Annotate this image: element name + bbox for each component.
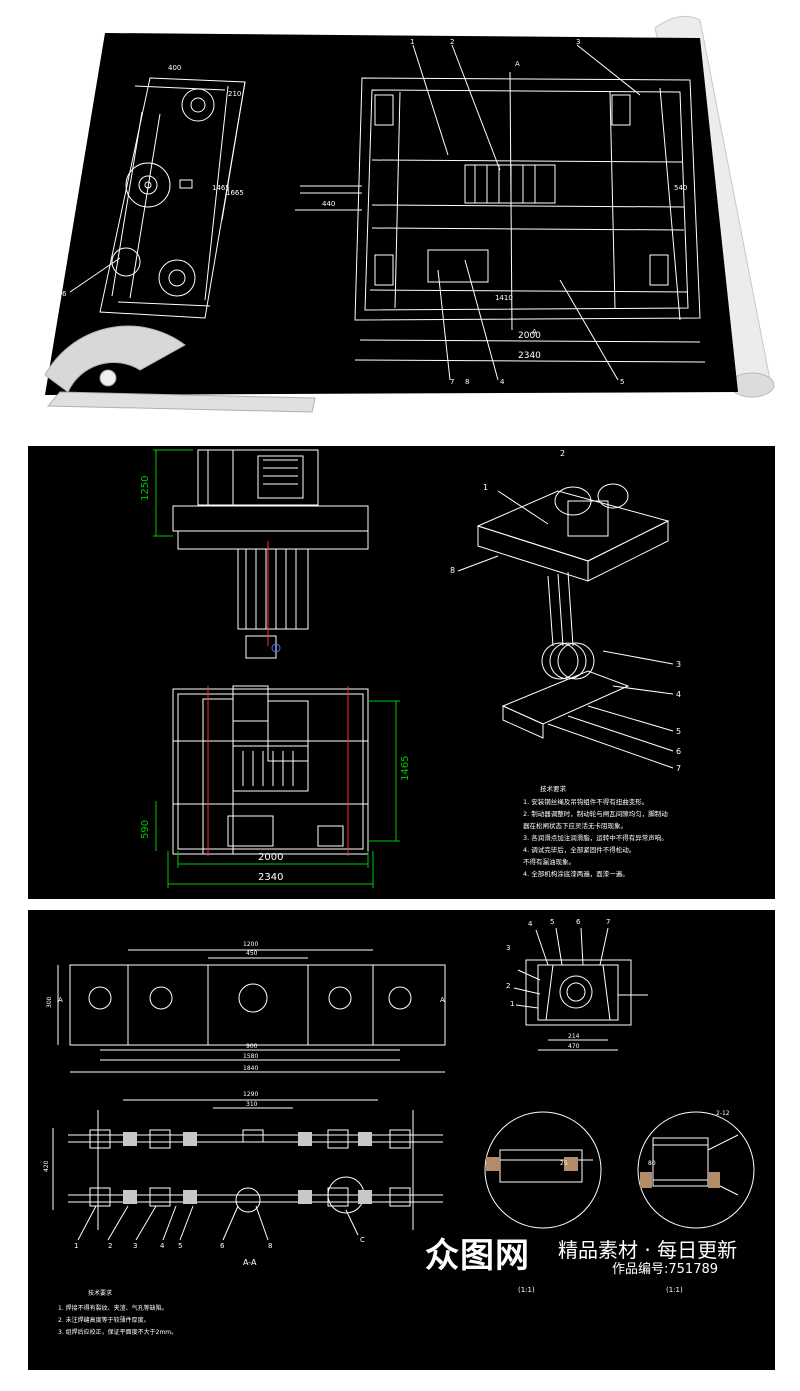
s2-note-4: 3. 各润滑点加注润滑脂，运转中不得有异常声响。: [523, 833, 668, 842]
s3-dim-300: 300: [46, 996, 53, 1008]
s3-callout-8: 8: [268, 1242, 272, 1250]
s3-note-3: 3. 组焊后应校正，保证平面度不大于2mm。: [58, 1328, 177, 1336]
s1-callout-4: 4: [500, 378, 505, 386]
s3-end-callout-7: 7: [606, 918, 610, 926]
s2-note-5: 4. 调试完毕后，全部紧固件不得松动。: [523, 845, 635, 854]
s1-section-a-top: A: [515, 60, 520, 68]
s1-dim-1665: 1665: [226, 189, 244, 197]
s2-callout-7: 7: [676, 764, 681, 773]
s3-dim-450: 450: [246, 950, 258, 957]
watermark-work-id: 作品编号:751789: [612, 1262, 719, 1277]
s2-dim-590: 590: [140, 820, 151, 839]
sheet1-drawing: 400 210 1465 1665 440 2000 2340 1410 540…: [44, 15, 775, 413]
s2-notes-title: 技术要求: [540, 784, 567, 793]
s2-callout-4: 4: [676, 690, 681, 699]
s3-dim-1580: 1580: [243, 1053, 258, 1060]
s3-dim-2-12: 2-12: [716, 1110, 730, 1117]
s2-callout-6: 6: [676, 747, 681, 756]
s3-callout-3: 3: [133, 1242, 137, 1250]
s2-dim-2340: 2340: [258, 872, 283, 883]
s3-note-1: 1. 焊接不得有裂纹、夹渣、气孔等缺陷。: [58, 1304, 168, 1312]
s2-dim-2000: 2000: [258, 852, 283, 863]
sheet2-drawing: 1250 1465 590 2000 2340 1 2 8 3 4 5 6 7 …: [140, 449, 681, 888]
s3-dim-1290: 1290: [243, 1091, 258, 1098]
s3-section-a-left: A: [58, 996, 63, 1004]
s2-note-6: 不得有漏油现象。: [523, 857, 575, 866]
s2-note-7: 4. 全部机构涂底漆两遍，面漆一遍。: [523, 869, 629, 878]
watermark-tagline: 精品素材 · 每日更新: [558, 1238, 738, 1262]
s3-dim-80: 80: [648, 1160, 656, 1167]
s3-end-callout-6: 6: [576, 918, 581, 926]
s2-callout-5: 5: [676, 727, 681, 736]
s1-dim-540: 540: [674, 184, 687, 192]
s2-note-2: 2. 制动器调整时，制动轮与闸瓦间隙均匀，脚制动: [523, 809, 668, 818]
s3-dim-1840: 1840: [243, 1065, 258, 1072]
s2-callout-8: 8: [450, 566, 455, 575]
s1-section-a-bottom: A: [532, 328, 537, 336]
s3-callout-1: 1: [74, 1242, 78, 1250]
s3-end-callout-1: 1: [510, 1000, 514, 1008]
s3-dim-214: 214: [568, 1033, 580, 1040]
s3-dim-900: 900: [246, 1043, 258, 1050]
s1-callout-2: 2: [450, 38, 454, 46]
s1-callout-3: 3: [576, 38, 580, 46]
s3-notes-title: 技术要求: [88, 1289, 112, 1297]
s3-dim-470: 470: [568, 1043, 580, 1050]
s1-dim-2340: 2340: [518, 351, 541, 361]
s2-dim-1250: 1250: [140, 476, 151, 501]
s3-callout-6: 6: [220, 1242, 225, 1250]
s3-dim-420: 420: [43, 1160, 50, 1172]
s1-dim-210: 210: [228, 90, 241, 98]
sheet3-drawing: 1200 450 300 900 1580 1840 1290 310 420 …: [43, 918, 755, 1336]
s2-callout-2: 2: [560, 449, 565, 458]
s2-dim-1465: 1465: [400, 756, 411, 781]
s2-note-1: 1. 安装钢丝绳及吊钩组件不得有扭曲变形。: [523, 797, 648, 806]
s3-end-callout-3: 3: [506, 944, 510, 952]
s3-dim-1200: 1200: [243, 941, 258, 948]
s1-dim-400: 400: [168, 64, 181, 72]
s2-note-3: 器在松闸状态下应灵活无卡阻现象。: [523, 821, 627, 830]
watermark-brand: 众图网: [425, 1236, 530, 1276]
s3-end-callout-5: 5: [550, 918, 554, 926]
s2-callout-1: 1: [483, 483, 488, 492]
s3-callout-5: 5: [178, 1242, 182, 1250]
s1-callout-6: 6: [62, 290, 67, 298]
s1-dim-440: 440: [322, 200, 335, 208]
sheet2-panel: 1250 1465 590 2000 2340 1 2 8 3 4 5 6 7 …: [28, 446, 775, 899]
s1-callout-1: 1: [410, 38, 414, 46]
s3-callout-c: C: [360, 1236, 365, 1244]
s1-dim-1410: 1410: [495, 294, 513, 302]
s1-dim-2000: 2000: [518, 331, 541, 341]
s1-callout-5: 5: [620, 378, 624, 386]
sheet3-panel: 1200 450 300 900 1580 1840 1290 310 420 …: [28, 910, 775, 1370]
s3-section-label: A-A: [243, 1258, 257, 1267]
s3-detail-label-1: (1:1): [518, 1286, 535, 1294]
s3-detail-label-2: (1:1): [666, 1286, 683, 1294]
s2-callout-3: 3: [676, 660, 681, 669]
protractor-icon: [44, 325, 316, 413]
s1-callout-8: 8: [465, 378, 469, 386]
s3-section-a-right: A: [440, 996, 445, 1004]
s1-dim-1465: 1465: [212, 184, 230, 192]
s1-callout-7: 7: [450, 378, 454, 386]
s3-note-2: 2. 未注焊缝高度等于较薄件厚度。: [58, 1316, 150, 1324]
s3-callout-2: 2: [108, 1242, 112, 1250]
s3-dim-25: 25: [560, 1160, 568, 1167]
s3-dim-310: 310: [246, 1101, 258, 1108]
s3-end-callout-4: 4: [528, 920, 533, 928]
s3-end-callout-2: 2: [506, 982, 510, 990]
s3-callout-4: 4: [160, 1242, 165, 1250]
